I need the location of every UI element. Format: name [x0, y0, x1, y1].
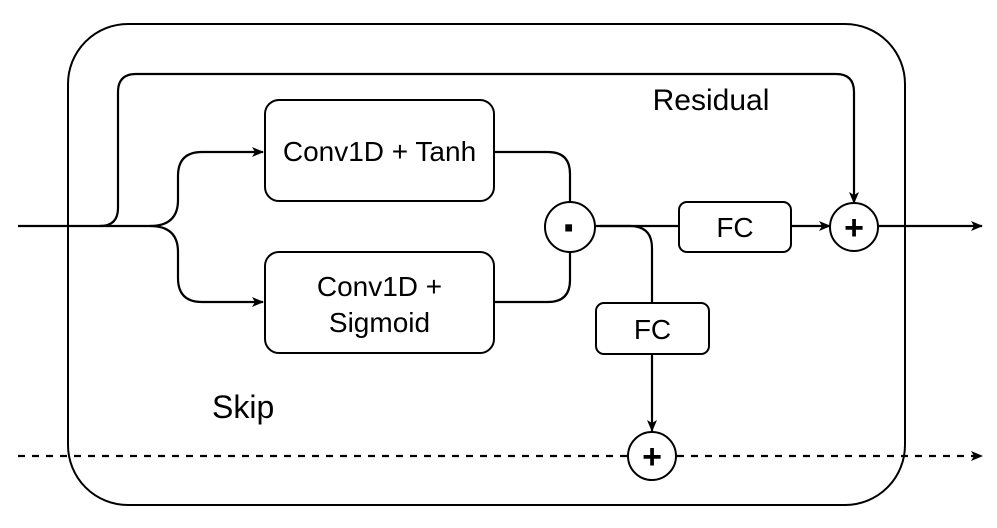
multiply-symbol: · [562, 202, 578, 255]
fc-residual-block [678, 201, 792, 253]
residual-bypass-path [99, 72, 859, 228]
skip-add-symbol: + [642, 438, 662, 476]
fc-skip-block [595, 302, 710, 355]
fc-residual-label: FC [716, 212, 753, 243]
branch-to-tanh [149, 147, 264, 228]
conv1d-tanh-block [264, 99, 495, 202]
conv1d-tanh-label: Conv1D + Tanh [283, 136, 476, 167]
sigmoid-to-multiply-line [494, 250, 572, 304]
branch-to-sigmoid [149, 224, 264, 307]
residual-add-symbol: + [844, 209, 864, 247]
tanh-to-multiply-line [494, 150, 572, 204]
residual-label: Residual [653, 84, 770, 117]
conv1d-sigmoid-block [264, 251, 495, 354]
residual-add-node [829, 202, 879, 252]
skip-label: Skip [212, 389, 274, 425]
conv1d-sigmoid-label-line1: Conv1D + [317, 271, 442, 302]
fc-skip-label: FC [634, 314, 671, 345]
skip-add-node [627, 431, 677, 481]
multiply-to-skip-fc-line [600, 224, 654, 303]
conv1d-sigmoid-label-line2: Sigmoid [329, 307, 430, 338]
multiply-node [544, 201, 596, 253]
